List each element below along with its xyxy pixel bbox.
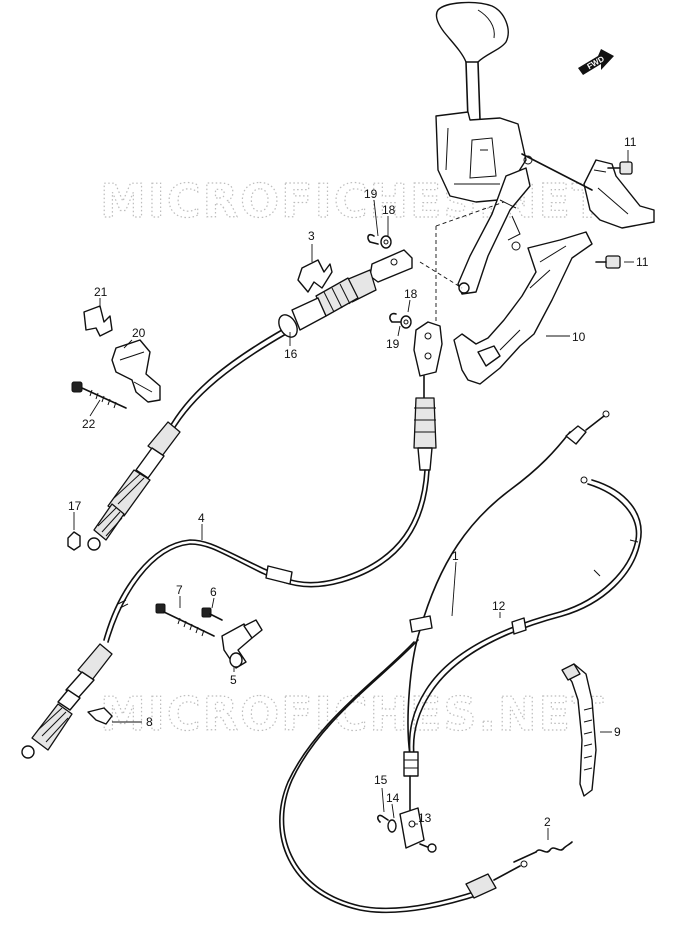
bolt-11-lower xyxy=(595,255,621,269)
shift-lever-assembly xyxy=(435,1,655,385)
callout-19-lower: 19 xyxy=(386,337,400,351)
callout-8: 8 xyxy=(146,715,153,729)
clip-8 xyxy=(87,707,113,725)
cable-16 xyxy=(87,249,413,551)
clip-19-lower xyxy=(389,312,401,323)
callout-4: 4 xyxy=(198,511,205,525)
callout-10: 10 xyxy=(572,330,586,344)
clip-21 xyxy=(83,305,113,337)
washer-18-lower xyxy=(400,315,412,329)
callout-12: 12 xyxy=(492,599,506,613)
callout-17: 17 xyxy=(68,499,82,513)
nut-17 xyxy=(67,531,81,551)
bolt-7 xyxy=(155,603,215,637)
callout-7: 7 xyxy=(176,583,183,597)
cable-1 xyxy=(279,410,610,914)
dash-line-upper xyxy=(419,261,463,289)
callout-5: 5 xyxy=(230,673,237,687)
callout-11-upper: 11 xyxy=(624,135,637,149)
callout-21: 21 xyxy=(94,285,108,299)
callout-19-upper: 19 xyxy=(364,187,378,201)
callout-1: 1 xyxy=(452,549,459,563)
washer-14 xyxy=(387,819,397,833)
callout-leaders xyxy=(73,150,634,840)
callout-16: 16 xyxy=(284,347,298,361)
cable-tie-9 xyxy=(561,663,597,797)
callout-13: 13 xyxy=(418,811,432,825)
bracket-20 xyxy=(111,339,161,403)
callout-9: 9 xyxy=(614,725,621,739)
callout-labels: 11 11 10 19 18 3 16 21 20 22 17 4 7 6 5 … xyxy=(68,135,649,829)
callout-15: 15 xyxy=(374,773,388,787)
callout-18-upper: 18 xyxy=(382,203,396,217)
bolt-22 xyxy=(71,381,127,409)
callout-14: 14 xyxy=(386,791,400,805)
callout-3: 3 xyxy=(308,229,315,243)
bolt-11-upper xyxy=(607,161,633,175)
clip-15 xyxy=(377,814,389,823)
washer-18-upper xyxy=(380,235,392,249)
fwd-arrow-icon: FWD xyxy=(578,49,614,75)
cable-4 xyxy=(21,321,443,759)
callout-18-lower: 18 xyxy=(404,287,418,301)
bushing-5 xyxy=(221,619,263,669)
callout-22: 22 xyxy=(82,417,96,431)
dash-line-diag xyxy=(435,201,505,227)
bolt-6 xyxy=(201,607,223,621)
callout-2: 2 xyxy=(544,815,551,829)
clevis-13 xyxy=(399,807,437,853)
callout-11-lower: 11 xyxy=(636,255,649,269)
cable-12 xyxy=(403,476,642,813)
watermark-bottom: MICROFICHES.NET xyxy=(100,687,605,741)
spring-2 xyxy=(513,841,573,863)
clip-19-upper xyxy=(367,233,379,245)
callout-20: 20 xyxy=(132,326,146,340)
callout-6: 6 xyxy=(210,585,217,599)
clip-3 xyxy=(297,259,333,293)
